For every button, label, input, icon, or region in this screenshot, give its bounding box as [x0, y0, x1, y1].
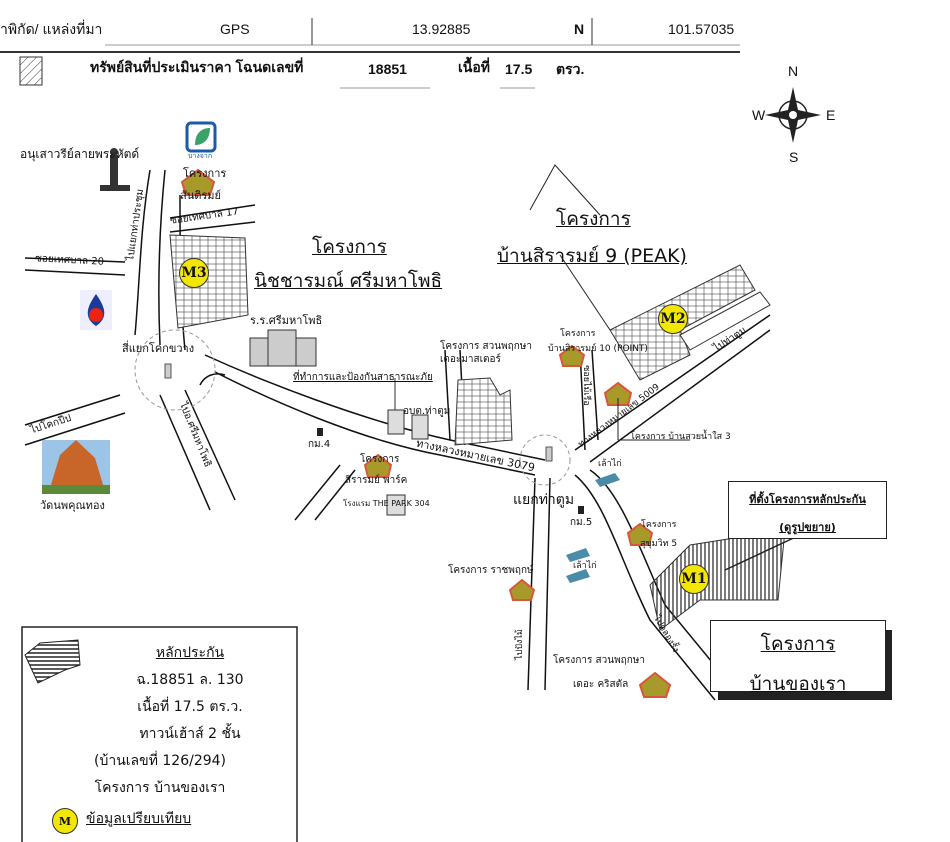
- legend-text: หลักประกัน ฉ.18851 ล. 130 เนื้อที่ 17.5 …: [90, 640, 290, 802]
- km4-label: กม.4: [308, 439, 331, 450]
- compass-rose-icon: [765, 87, 821, 143]
- kok-khwang-roundabout: [134, 329, 216, 411]
- chicken-farm-label-1: เล้าไก่: [598, 459, 622, 469]
- house-icons: [180, 168, 672, 698]
- office-building-icon: [387, 409, 429, 440]
- kok-khwang-label: สี่แยกโคกขวาง: [122, 342, 195, 355]
- km-marker-icon: [317, 428, 323, 436]
- legend-comparison: ข้อมูลเปรียบเทียบ: [86, 811, 192, 827]
- callout-line-2: (ดูรูปขยาย): [779, 521, 836, 534]
- sukhumvit-label-1: โครงการ: [641, 520, 677, 530]
- roads: [24, 169, 771, 701]
- project-box-line-1: โครงการ: [760, 633, 836, 655]
- area-unit: ตรว.: [556, 61, 585, 77]
- disaster-office-label: ที่ทำการและป้องกันสาธารณะภัย: [293, 372, 433, 383]
- area-value: 17.5: [505, 61, 533, 77]
- area-label: เนื้อที่: [458, 59, 490, 75]
- legend-area: เนื้อที่ 17.5 ตร.ว.: [137, 699, 243, 715]
- siram-park-label-1: โครงการ: [360, 454, 400, 465]
- peak-project-name: บ้านสิรารมย์ 9 (PEAK): [497, 245, 687, 267]
- compass-s: S: [789, 149, 799, 165]
- crystal-label-1: โครงการ สวนพฤกษา: [553, 655, 645, 666]
- soi-mai-ruea-label: ซอยไม้เรือ: [580, 365, 591, 406]
- compass-e: E: [826, 107, 836, 123]
- suay-nam-sai-label: โครงการ บ้านสวยน้ำใส 3: [630, 432, 731, 442]
- gps-source: GPS: [220, 21, 250, 37]
- point-project-label-2: บ้านสิรารมย์ 10 (POINT): [548, 344, 648, 354]
- school-label: ร.ร.ศรีมหาโพธิ: [250, 314, 323, 327]
- santirom-label-1: โครงการ: [183, 167, 227, 180]
- chicken-farm-label-2: เล้าไก่: [573, 561, 597, 571]
- tha-tum-roundabout: [519, 434, 571, 486]
- monument-statue-icon: [100, 148, 130, 191]
- legend-hatch-shape: [24, 639, 81, 684]
- point-project-label-1: โครงการ: [560, 329, 596, 339]
- crystal-label-2: เดอะ คริสตัล: [573, 679, 629, 690]
- siram-park-label-2: สิรารมย์ พาร์ค: [345, 475, 408, 486]
- latitude-value: 13.92885: [412, 21, 471, 37]
- temple-photo: [42, 440, 110, 494]
- legend-type: ทาวน์เฮ้าส์ 2 ชั้น: [139, 726, 241, 742]
- sukhumvit-label-2: สุขุมวิท 5: [640, 539, 678, 549]
- hatch-legend-box: [19, 56, 43, 86]
- callout-line-1: ที่ตั้งโครงการหลักประกัน: [749, 493, 866, 506]
- marker-m2: M2: [658, 304, 688, 334]
- m3-project-name: นิชชารมณ์ ศรีมหาโพธิ: [254, 270, 443, 292]
- santirom-label-2: สันติรมย์: [180, 189, 221, 202]
- bangchak-label: บางจาก: [188, 152, 213, 160]
- tha-tum-junction-label: แยกท่าตูม: [513, 492, 575, 508]
- legend-deed: ฉ.18851 ล. 130: [136, 672, 244, 688]
- deed-number: 18851: [368, 61, 407, 77]
- suanpruksa-master-subdivision: [454, 377, 513, 446]
- monument-label: อนุเสาวรีย์ลายพระหัตด์: [20, 147, 140, 161]
- traffic-light-icon: [164, 363, 172, 379]
- legend-title: หลักประกัน: [155, 645, 225, 661]
- longitude-value: 101.57035: [668, 21, 735, 37]
- project-name-box: โครงการ บ้านของเรา: [710, 620, 886, 695]
- compass-w: W: [752, 107, 766, 123]
- asset-label: ทรัพย์สินที่ประเมินราคา โฉนดเลขที่: [90, 59, 304, 75]
- chicken-farm-icons: [566, 473, 620, 583]
- obt-label: อบต.ท่าตูม: [403, 406, 451, 417]
- marker-m1: M1: [679, 564, 709, 594]
- legend-house-no: (บ้านเลขที่ 126/294): [93, 753, 226, 769]
- hotel-building-icon: [386, 494, 406, 516]
- ptt-logo: [80, 290, 112, 330]
- legend-project: โครงการ บ้านของเรา: [94, 780, 226, 796]
- peak-project-title: โครงการ: [556, 208, 631, 230]
- marker-m3: M3: [179, 258, 209, 288]
- km5-label: กม.5: [570, 517, 593, 528]
- project-box-line-2: บ้านของเรา: [749, 673, 847, 695]
- school-building-icon: [249, 329, 317, 367]
- latitude-direction: N: [574, 21, 585, 37]
- traffic-light-icon: [545, 446, 553, 462]
- hotel-label: โรงแรม THE PARK 304: [343, 499, 430, 508]
- km-marker-icon: [578, 506, 584, 514]
- to-plaengyao-label: ไปปังไม้: [514, 629, 525, 660]
- m3-project-title: โครงการ: [312, 236, 387, 258]
- coord-label: ่าพิกัด/ แหล่งที่มา: [0, 21, 103, 37]
- suanpruksa-master-label: โครงการ สวนพฤกษา เดอะมาสเตอร์: [440, 341, 532, 365]
- collateral-callout-box: ที่ตั้งโครงการหลักประกัน (ดูรูปขยาย): [728, 481, 887, 539]
- temple-label: วัดนพคุณทอง: [40, 499, 105, 512]
- compass-n: N: [788, 63, 799, 79]
- ratchapruk-label: โครงการ ราชพฤกษ์: [448, 565, 534, 576]
- legend-m-symbol: M: [52, 808, 78, 834]
- collateral-project-area: [649, 529, 786, 631]
- header-lines: [0, 18, 740, 89]
